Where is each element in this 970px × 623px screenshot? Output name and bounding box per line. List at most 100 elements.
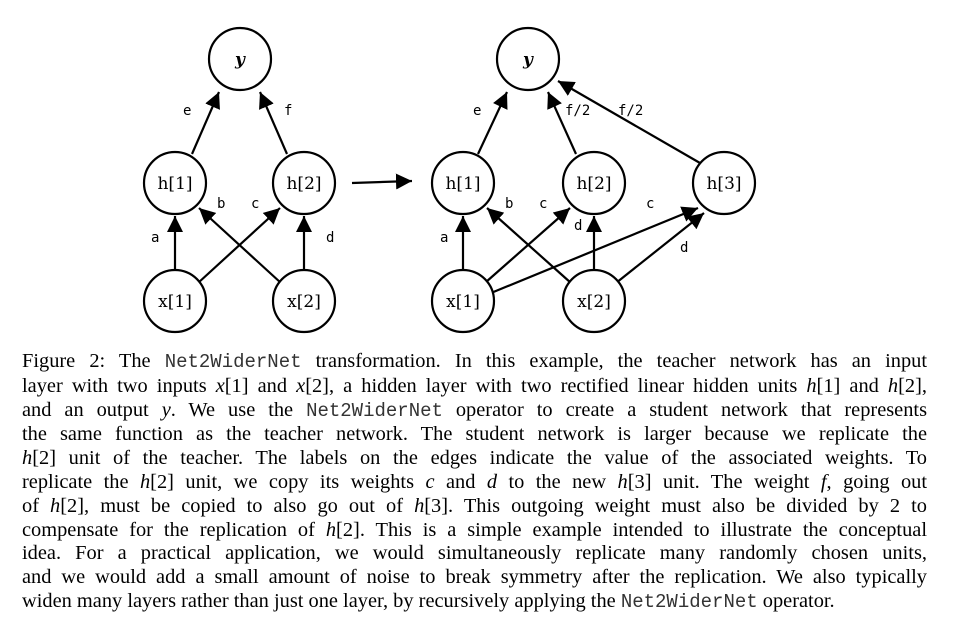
caption-text: and we would add a small amount of noise…	[22, 566, 927, 589]
figure-caption: Figure 2: The Net2WiderNet transformatio…	[22, 350, 927, 615]
caption-text: unit of the teacher. The labels on the e…	[55, 447, 927, 470]
diagram-svg: e f a b c d y h[1] h[2] x[1] x[2]	[142, 26, 757, 334]
caption-text: of	[22, 494, 51, 517]
node-label-x2: x[2]	[287, 292, 321, 312]
caption-text: . We use the	[170, 398, 307, 421]
math-var: h	[50, 494, 61, 517]
caption-text: operator.	[757, 589, 835, 612]
edge-label-d-h3: d	[680, 240, 688, 256]
node-label-y: y	[522, 50, 534, 70]
edge-label-e: e	[183, 103, 191, 119]
node-label-y: y	[234, 50, 246, 70]
math-index: [2]	[32, 447, 56, 470]
math-var: h	[139, 470, 151, 493]
math-index: [1]	[224, 374, 249, 397]
math-index: [1]	[816, 374, 841, 397]
caption-text: , a hidden layer with two rectified line…	[328, 374, 807, 397]
math-index: [2]	[305, 374, 329, 397]
edge-label-b: b	[217, 196, 225, 212]
math-var: h	[22, 447, 33, 470]
edge-label-d: d	[574, 218, 582, 234]
edge-label-f-half-1: f/2	[565, 103, 590, 119]
caption-text: widen many layers rather than just one l…	[22, 589, 621, 612]
caption-text: layer with two inputs	[22, 374, 216, 397]
node-label-h1: h[1]	[157, 174, 192, 194]
node-label-h3: h[3]	[706, 174, 741, 194]
caption-text: unit. The weight	[651, 470, 821, 493]
net2widernet-diagram: e f a b c d y h[1] h[2] x[1] x[2]	[142, 26, 757, 334]
caption-line: layer with two inputs x[1] and x[2], a h…	[22, 374, 927, 397]
math-index: [2]	[150, 470, 174, 493]
math-var: x	[296, 374, 306, 397]
math-index: [3]	[627, 470, 652, 493]
math-var: x	[215, 374, 225, 397]
edge-x1-h3	[490, 206, 699, 295]
edge-h1-y	[477, 91, 508, 155]
edge-label-b: b	[505, 196, 513, 212]
caption-line: the same function as the teacher network…	[22, 423, 927, 447]
edge-x2-h1	[486, 207, 572, 284]
node-label-h2: h[2]	[576, 174, 611, 194]
operator-name: Net2WiderNet	[306, 399, 443, 422]
caption-line: Figure 2: The Net2WiderNet transformatio…	[22, 350, 927, 375]
operator-name: Net2WiderNet	[164, 351, 302, 373]
caption-line: h[2] unit of the teacher. The labels on …	[22, 447, 927, 471]
caption-text: and	[248, 374, 297, 397]
caption-text: to the new	[497, 470, 618, 493]
edge-h3-y	[557, 80, 701, 164]
node-label-x1: x[1]	[446, 292, 480, 312]
caption-text: and	[434, 470, 487, 493]
transformation-arrow	[351, 173, 413, 190]
caption-text: replicate the	[22, 470, 140, 493]
caption-line: widen many layers rather than just one l…	[22, 590, 927, 615]
operator-name: Net2WiderNet	[620, 590, 758, 613]
edge-label-f: f	[284, 103, 292, 119]
caption-text: and an output	[22, 398, 162, 421]
math-index: [3]	[424, 494, 449, 517]
math-var: h	[414, 494, 425, 517]
node-h1	[430, 150, 496, 216]
caption-line: and an output y. We use the Net2WiderNet…	[22, 399, 927, 424]
caption-line: of h[2], must be copied to also go out o…	[22, 495, 927, 519]
math-var: y	[161, 398, 171, 421]
node-label-h2: h[2]	[286, 174, 321, 194]
caption-text: compensate for the replication of	[22, 518, 326, 541]
node-x1	[430, 268, 496, 334]
math-var: d	[486, 470, 498, 493]
teacher-network: e f a b c d y h[1] h[2] x[1] x[2]	[142, 26, 337, 334]
edge-label-a: a	[151, 230, 159, 246]
edge-x2-h3	[615, 212, 705, 284]
edge-label-c-h3: c	[646, 196, 654, 212]
math-var: h	[887, 374, 899, 397]
caption-line: and we would add a small amount of noise…	[22, 566, 927, 590]
math-var: c	[425, 470, 435, 493]
math-index: [2]	[898, 374, 922, 397]
caption-text: operator to create a student network tha…	[442, 398, 928, 421]
math-index: [2]	[336, 518, 360, 541]
edge-h2-y	[546, 91, 578, 155]
node-h3	[691, 150, 757, 216]
node-y	[207, 26, 273, 92]
edge-label-c: c	[251, 196, 259, 212]
caption-text: . This outgoing weight must also be divi…	[448, 494, 927, 517]
node-label-h1: h[1]	[445, 174, 480, 194]
math-var: h	[325, 518, 337, 541]
math-index: [2]	[60, 494, 85, 517]
edge-x2-h1	[198, 207, 282, 284]
student-network: e f/2 f/2 a b c d c d y h[1] h[2] h[3] x…	[430, 26, 757, 334]
caption-text: unit, we copy its weights	[173, 470, 426, 493]
caption-line: compensate for the replication of h[2]. …	[22, 519, 927, 543]
math-var: f	[820, 470, 827, 493]
node-y	[495, 26, 561, 92]
math-var: h	[617, 470, 628, 493]
node-x1	[142, 268, 208, 334]
caption-text: the same function as the teacher network…	[22, 423, 927, 446]
caption-text: Figure 2: The	[22, 350, 165, 372]
caption-text: idea. For a practical application, we wo…	[22, 542, 927, 565]
edge-label-c: c	[539, 196, 547, 212]
edge-label-f-half-2: f/2	[618, 103, 643, 119]
node-h2	[561, 150, 627, 216]
node-h1	[142, 150, 208, 216]
caption-text: , must be copied to also go out of	[84, 494, 415, 517]
node-x2	[561, 268, 627, 334]
